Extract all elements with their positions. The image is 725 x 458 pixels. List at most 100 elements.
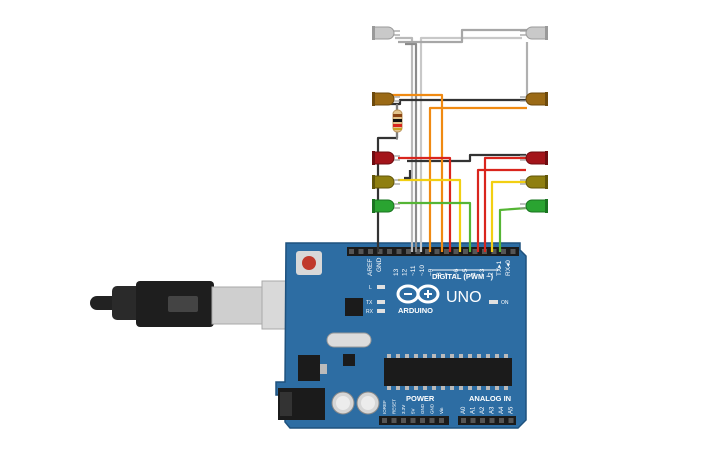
analog-pin-label: A2 [480, 406, 486, 414]
led-red-left[interactable] [372, 151, 400, 165]
pin-label-aref: AREF [367, 259, 374, 276]
header-pin-hole [453, 249, 459, 254]
chip-pin [495, 354, 499, 358]
chip-pin [432, 386, 436, 390]
chip-pin [387, 354, 391, 358]
led-orange-left[interactable] [372, 92, 400, 106]
led-red-right[interactable] [520, 151, 548, 165]
wire-red-right [483, 156, 526, 252]
usb-strain-relief [112, 286, 142, 320]
chip-pin [396, 354, 400, 358]
header-pin-hole [391, 418, 397, 423]
resistor [392, 104, 403, 140]
resistor-band-4 [393, 128, 402, 130]
power-pin-label: 5V [411, 408, 416, 414]
atmega-chip [384, 358, 512, 386]
chip-pin [423, 354, 427, 358]
header-pin-hole [444, 249, 449, 254]
chip-pin [441, 386, 445, 390]
pin-label: ~9 [427, 268, 434, 276]
header-pin-hole [415, 249, 421, 254]
led-yellow-right[interactable] [520, 175, 548, 189]
onboard-led-rx [377, 309, 385, 313]
led-green-right[interactable] [520, 199, 548, 213]
led-label-rx: RX [366, 309, 374, 315]
onboard-led-l [377, 285, 385, 289]
led-rim [372, 151, 375, 165]
resistor-band-2 [393, 119, 402, 122]
header-pin-hole [489, 418, 495, 423]
voltage-regulator [298, 355, 320, 381]
chip-pin [396, 386, 400, 390]
wire-gray-1 [395, 36, 414, 252]
led-body [525, 92, 547, 106]
pin-label: 13 [393, 268, 400, 276]
resistor-band-1 [393, 114, 402, 117]
led-white-left[interactable] [372, 26, 400, 40]
crystal-oscillator [326, 332, 372, 348]
chip-pin [486, 354, 490, 358]
header-pin-hole [463, 249, 468, 254]
header-pin-hole [491, 249, 497, 254]
header-pin-hole [461, 418, 466, 423]
header-pin-hole [377, 249, 383, 254]
led-body [373, 175, 395, 189]
usb-chip [345, 298, 363, 316]
regulator-tab [320, 364, 327, 374]
power-jack-front [280, 392, 292, 416]
onboard-led-on [489, 300, 498, 304]
usb-icon [168, 296, 198, 312]
header-pin-hole [470, 418, 476, 423]
led-green-left[interactable] [372, 199, 400, 213]
pin-label: ~6 [453, 268, 460, 276]
chip-pin [441, 354, 445, 358]
led-label-l: L [369, 285, 372, 291]
wires [376, 28, 532, 252]
header-pin-hole [406, 249, 411, 254]
header-pin-hole [349, 249, 354, 254]
led-body [525, 199, 547, 213]
header-pin-hole [434, 249, 440, 254]
led-yellow-left[interactable] [372, 175, 400, 189]
pin-label: RX◂0 [505, 260, 512, 276]
led-rim [545, 26, 548, 40]
led-rim [372, 92, 375, 106]
digital-header [347, 247, 519, 256]
header-pin-hole [439, 418, 444, 423]
reset-button-cap[interactable] [302, 256, 316, 270]
chip-pin [459, 354, 463, 358]
power-pin-label: RESET [392, 399, 397, 414]
led-white-right[interactable] [520, 26, 548, 40]
pin-label: 12 [402, 268, 409, 276]
resistor-band-3 [393, 124, 402, 127]
header-pin-hole [499, 418, 504, 423]
header-pin-hole [425, 249, 430, 254]
power-label: POWER [406, 394, 435, 403]
led-rim [545, 92, 548, 106]
chip-pin [477, 354, 481, 358]
led-rim [545, 151, 548, 165]
wire-gray-2 [405, 42, 418, 252]
chip-pin [486, 386, 490, 390]
led-body [373, 92, 395, 106]
led-orange-right[interactable] [520, 92, 548, 106]
header-pin-hole [472, 249, 478, 254]
led-body [525, 151, 547, 165]
power-pin-label: Vin [439, 407, 444, 414]
header-pin-hole [429, 418, 435, 423]
wire-black-short [404, 170, 412, 180]
led-body [373, 199, 395, 213]
header-pin-hole [382, 418, 387, 423]
wire-gray-4 [398, 28, 532, 44]
analog-pin-label: A0 [461, 406, 467, 414]
pin-label: 7 [445, 272, 452, 276]
led-rim [372, 26, 375, 40]
bottom-header-pins [382, 418, 514, 423]
pin-label: ~5 [462, 268, 469, 276]
pin-label: TX▸1 [496, 260, 503, 276]
led-body [525, 26, 547, 40]
